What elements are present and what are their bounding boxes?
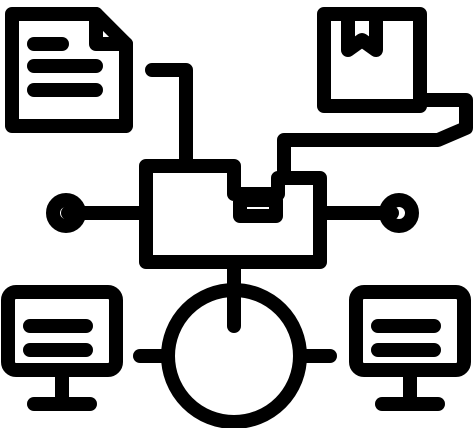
package-tape bbox=[341, 7, 383, 57]
connector-package-hub bbox=[277, 93, 473, 181]
package-icon bbox=[317, 7, 427, 113]
document-icon bbox=[5, 7, 133, 133]
left-monitor-icon bbox=[1, 285, 123, 411]
right-node bbox=[379, 193, 419, 233]
document-fold bbox=[89, 7, 133, 51]
left-node bbox=[46, 193, 86, 233]
central-hub bbox=[139, 159, 327, 269]
connector-document-hub bbox=[145, 63, 193, 167]
right-monitor-icon bbox=[349, 285, 471, 411]
globe-circle bbox=[161, 283, 307, 428]
document-outline bbox=[5, 7, 133, 133]
